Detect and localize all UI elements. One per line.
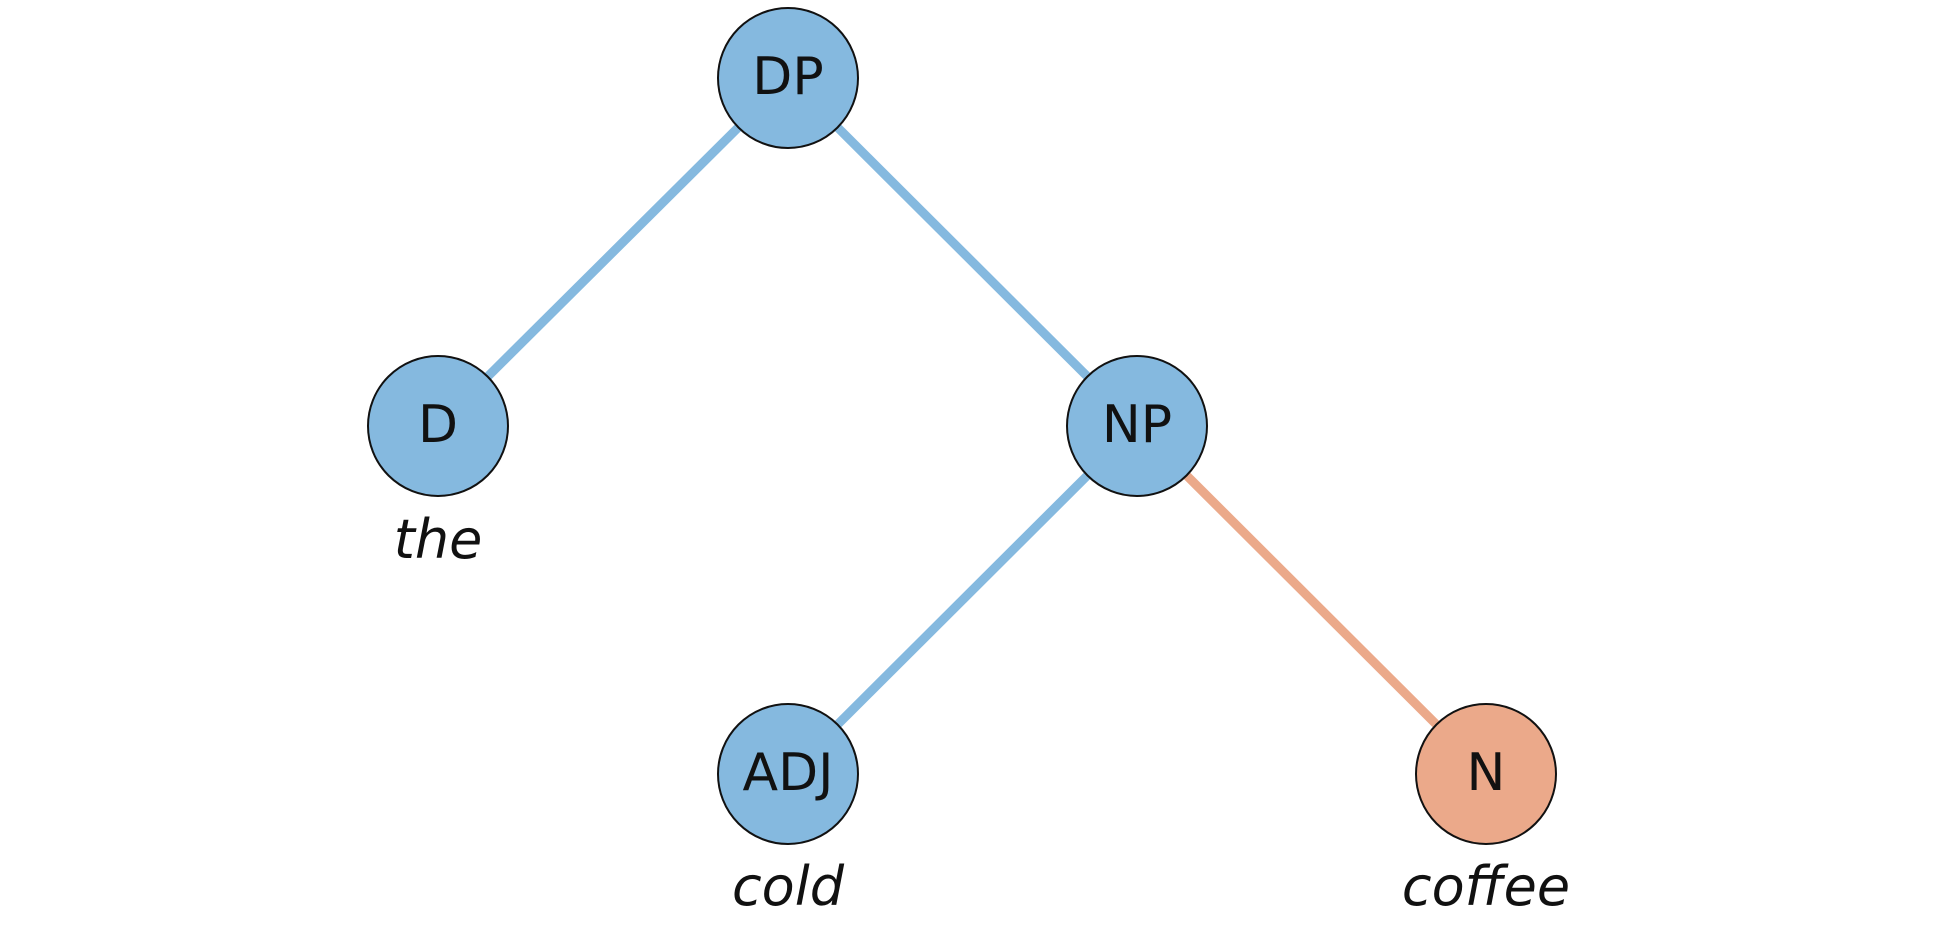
node-np-label: NP	[1102, 395, 1172, 455]
node-adj-label: ADJ	[743, 743, 834, 803]
node-d-circle	[367, 355, 509, 497]
edge-dp-np	[784, 74, 1141, 430]
node-d: D the	[367, 355, 509, 571]
node-n-label: N	[1467, 743, 1506, 803]
node-dp-label: DP	[752, 47, 823, 107]
node-np-circle	[1066, 355, 1208, 497]
word-coffee: coffee	[1402, 855, 1570, 918]
edge-np-adj	[784, 422, 1141, 778]
node-dp-circle	[717, 7, 859, 149]
edge-np-n	[1133, 422, 1490, 778]
word-the: the	[394, 508, 483, 571]
node-adj: ADJ cold	[717, 703, 859, 918]
edge-dp-d	[434, 74, 792, 430]
node-d-label: D	[418, 395, 458, 455]
node-n-circle	[1415, 703, 1557, 845]
node-n: N coffee	[1402, 703, 1570, 918]
node-dp: DP	[717, 7, 859, 149]
node-np: NP	[1066, 355, 1208, 497]
word-cold: cold	[732, 855, 845, 918]
node-adj-circle	[717, 703, 859, 845]
